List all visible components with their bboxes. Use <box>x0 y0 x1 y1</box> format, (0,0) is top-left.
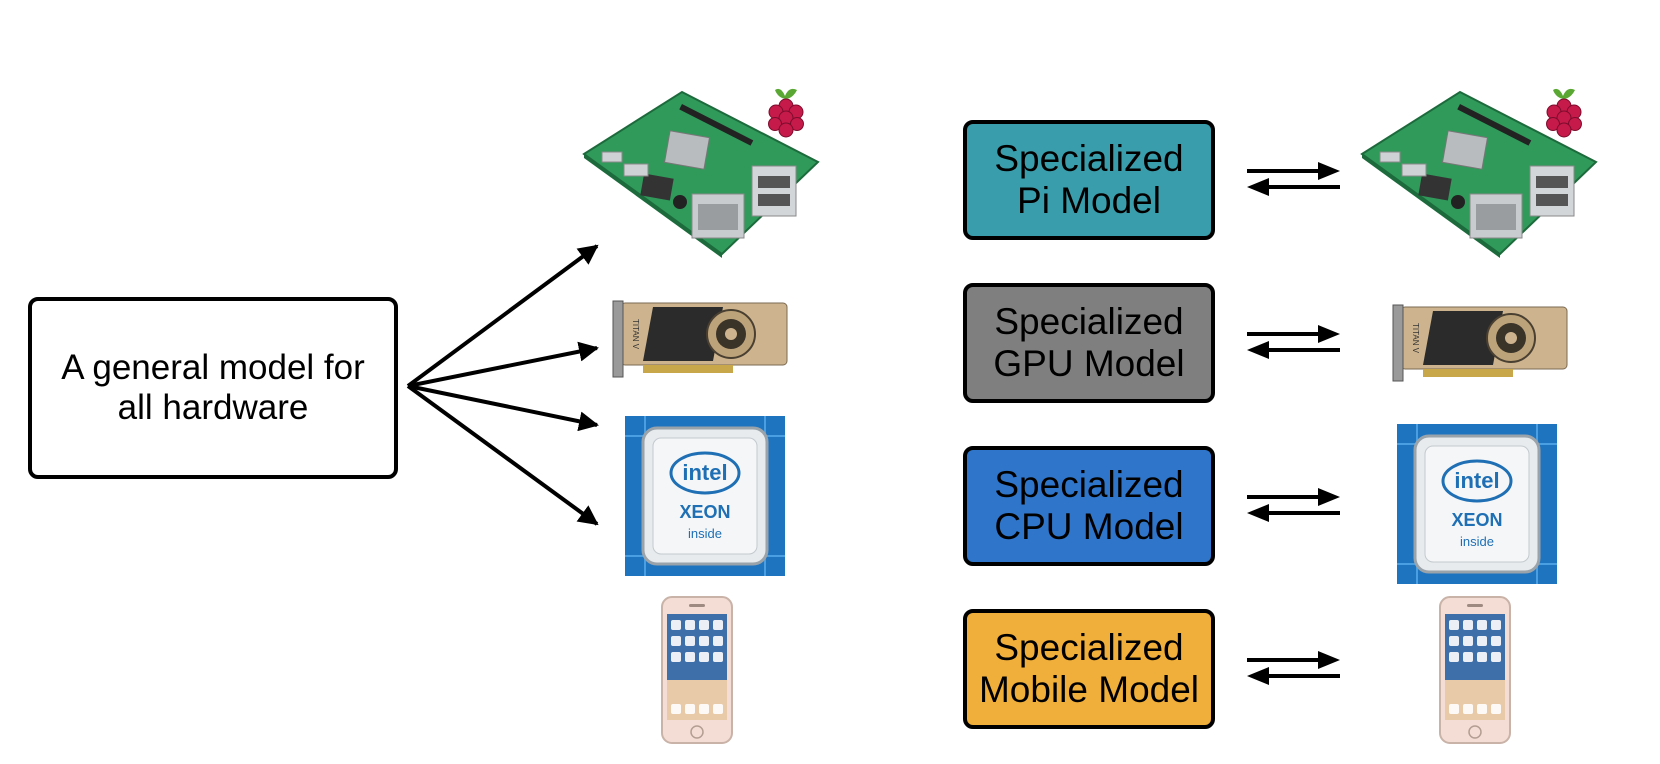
specialized-gpu-model-box: Specialized GPU Model <box>963 283 1215 403</box>
specialized-mobile-model-box: Specialized Mobile Model <box>963 609 1215 729</box>
exchange-arrow-pi <box>1247 162 1340 196</box>
arrow-to-pi <box>406 244 599 388</box>
arrow-to-cpu <box>407 384 599 432</box>
raspberry-logo-icon <box>768 88 804 138</box>
intel-xeon-chip-icon: intel XEON inside <box>625 416 785 576</box>
raspberry-logo-icon-right <box>1546 88 1582 138</box>
exchange-arrows <box>1247 162 1340 685</box>
xeon-text: XEON <box>679 502 730 522</box>
specialized-cpu-model-box: Specialized CPU Model <box>963 446 1215 566</box>
general-model-label: A general model for all hardware <box>61 348 365 427</box>
titan-v-gpu-icon-right: TITAN V <box>1392 304 1568 382</box>
specialized-pi-model-label: Specialized Pi Model <box>994 138 1184 221</box>
iphone-icon <box>661 596 733 744</box>
xeon-text-right: XEON <box>1451 510 1502 530</box>
fan-out-arrows <box>406 244 599 526</box>
gpu-label-right: TITAN V <box>1411 323 1420 354</box>
specialized-mobile-model-label: Specialized Mobile Model <box>978 627 1200 710</box>
exchange-arrow-cpu <box>1247 488 1340 522</box>
gpu-label: TITAN V <box>631 319 640 350</box>
inside-text: inside <box>688 526 722 541</box>
arrow-to-mobile <box>406 384 599 526</box>
specialized-cpu-model-label: Specialized CPU Model <box>994 464 1184 547</box>
raspberry-pi-board-icon <box>582 90 820 258</box>
specialized-pi-model-box: Specialized Pi Model <box>963 120 1215 240</box>
inside-text-right: inside <box>1460 534 1494 549</box>
intel-logo-text: intel <box>682 460 727 485</box>
titan-v-gpu-icon: TITAN V <box>612 300 788 378</box>
iphone-icon-right <box>1439 596 1511 744</box>
specialized-gpu-model-label: Specialized GPU Model <box>993 301 1185 384</box>
intel-xeon-chip-icon-right: intel XEON inside <box>1397 424 1557 584</box>
arrow-to-gpu <box>407 341 599 388</box>
intel-logo-text-right: intel <box>1454 468 1499 493</box>
exchange-arrow-mobile <box>1247 651 1340 685</box>
general-model-box: A general model for all hardware <box>28 297 398 479</box>
exchange-arrow-gpu <box>1247 325 1340 359</box>
raspberry-pi-board-icon-right <box>1360 90 1598 258</box>
